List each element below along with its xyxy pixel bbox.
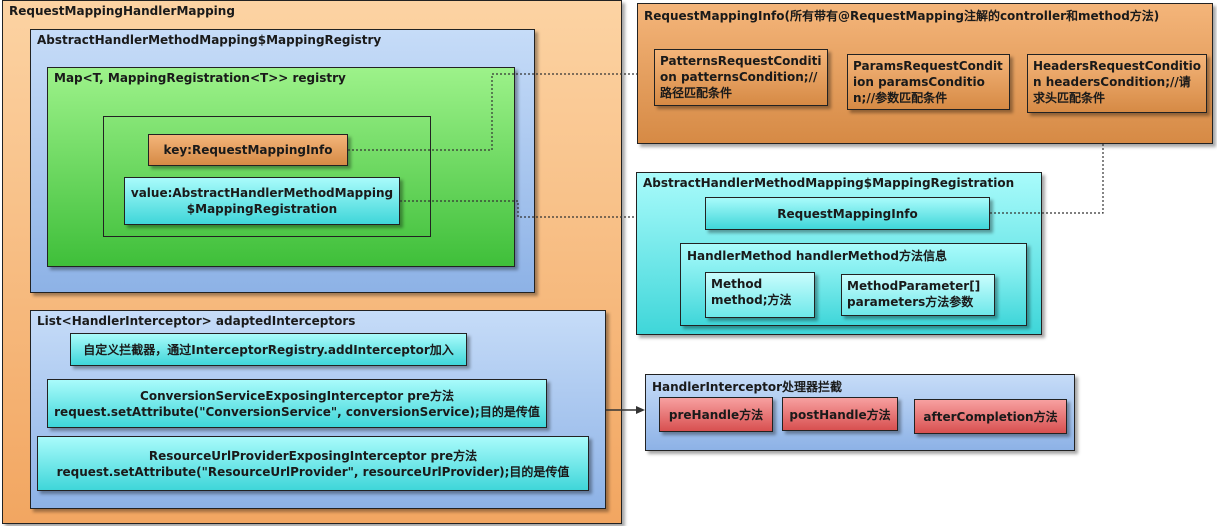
mapping-registry-title: AbstractHandlerMethodMapping$MappingRegi…: [37, 33, 382, 47]
custom-interceptor-label: 自定义拦截器，通过InterceptorRegistry.addIntercep…: [83, 343, 454, 357]
adapted-interceptors-title: List<HandlerInterceptor> adaptedIntercep…: [37, 314, 356, 328]
registry-map-title: Map<T, MappingRegistration<T>> registry: [54, 71, 346, 85]
arrow-head: [636, 406, 645, 414]
key-to-rmi-connector: [348, 73, 637, 151]
headers-condition-label: HeadersRequestCondition headersCondition…: [1033, 59, 1201, 105]
map-entry-box: [103, 116, 431, 237]
custom-interceptor-box: 自定义拦截器，通过InterceptorRegistry.addIntercep…: [70, 333, 467, 366]
after-completion-label: afterCompletion方法: [923, 410, 1058, 424]
headers-condition-box: HeadersRequestCondition headersCondition…: [1027, 54, 1207, 113]
patterns-condition-label: PatternsRequestCondition patternsConditi…: [660, 54, 822, 100]
map-value-label: value:AbstractHandlerMethodMapping $Mapp…: [130, 186, 394, 216]
pre-handle-label: preHandle方法: [668, 408, 764, 422]
post-handle-label: postHandle方法: [789, 407, 891, 422]
params-condition-box: ParamsRequestCondition paramsCondition;/…: [847, 54, 1010, 110]
map-key-label: key:RequestMappingInfo: [163, 143, 333, 157]
value-to-registration-connector: [400, 200, 636, 218]
request-mapping-handler-mapping-title: RequestMappingHandlerMapping: [9, 4, 235, 18]
method-parameter-box: MethodParameter[] parameters方法参数: [841, 274, 995, 316]
method-box: Method method;方法: [705, 272, 815, 318]
after-completion-box: afterCompletion方法: [914, 399, 1067, 434]
map-value-box: value:AbstractHandlerMethodMapping $Mapp…: [124, 177, 400, 225]
registration-rmi-box: RequestMappingInfo: [705, 197, 990, 230]
registry-map-box: Map<T, MappingRegistration<T>> registry: [47, 67, 515, 267]
method-label: Method method;方法: [711, 277, 792, 307]
resource-interceptor-label: ResourceUrlProviderExposingInterceptor p…: [56, 448, 570, 479]
params-condition-label: ParamsRequestCondition paramsCondition;/…: [853, 59, 1003, 105]
method-parameter-label: MethodParameter[] parameters方法参数: [847, 279, 981, 309]
mapping-registration-title: AbstractHandlerMethodMapping$MappingRegi…: [643, 176, 1015, 190]
conversion-interceptor-label: ConversionServiceExposingInterceptor pre…: [54, 388, 540, 419]
handler-interceptor-title: HandlerInterceptor处理器拦截: [652, 380, 842, 394]
request-mapping-info-title: RequestMappingInfo(所有带有@RequestMapping注解…: [644, 9, 1160, 23]
resource-interceptor-box: ResourceUrlProviderExposingInterceptor p…: [37, 436, 589, 491]
conversion-interceptor-box: ConversionServiceExposingInterceptor pre…: [47, 379, 547, 428]
handler-method-title: HandlerMethod handlerMethod方法信息: [687, 249, 947, 263]
map-key-box: key:RequestMappingInfo: [148, 134, 348, 166]
rmi-to-registration-rmi-connector: [990, 144, 1104, 214]
post-handle-box: postHandle方法: [782, 397, 898, 431]
patterns-condition-box: PatternsRequestCondition patternsConditi…: [654, 49, 828, 106]
pre-handle-box: preHandle方法: [659, 397, 773, 432]
registration-rmi-label: RequestMappingInfo: [777, 206, 918, 221]
